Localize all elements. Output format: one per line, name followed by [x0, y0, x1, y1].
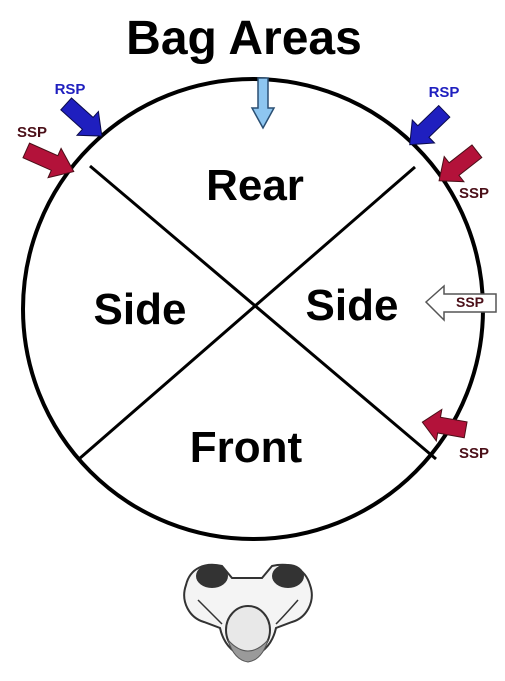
- divider-line-a: [89, 164, 437, 461]
- ssp-left-label: SSP: [17, 124, 47, 141]
- ssp-right-mid-arrow-icon: [424, 284, 497, 322]
- ssp-left-arrow-icon: [22, 142, 75, 179]
- ssp-right-bottom-arrow-icon: [421, 408, 468, 443]
- rsp-left-label: RSP: [55, 81, 86, 98]
- rear-down-arrow-icon: [250, 77, 276, 130]
- divider-line-b: [78, 165, 416, 461]
- ssp-right-bottom-label: SSP: [459, 445, 489, 462]
- rsp-right-label: RSP: [429, 84, 460, 101]
- rsp-left-arrow-icon: [60, 97, 103, 137]
- boxer-top-view-icon: [183, 563, 313, 663]
- zone-front-label: Front: [190, 423, 303, 472]
- ssp-right-top-label: SSP: [459, 185, 489, 202]
- zone-side-left-label: Side: [94, 285, 187, 334]
- rsp-right-arrow-icon: [409, 104, 451, 146]
- diagram-title: Bag Areas: [126, 12, 362, 65]
- ssp-right-top-arrow-icon: [438, 144, 483, 183]
- zone-rear-label: Rear: [206, 161, 304, 210]
- zone-side-right-label: Side: [306, 281, 399, 330]
- ssp-right-mid-label: SSP: [456, 294, 484, 310]
